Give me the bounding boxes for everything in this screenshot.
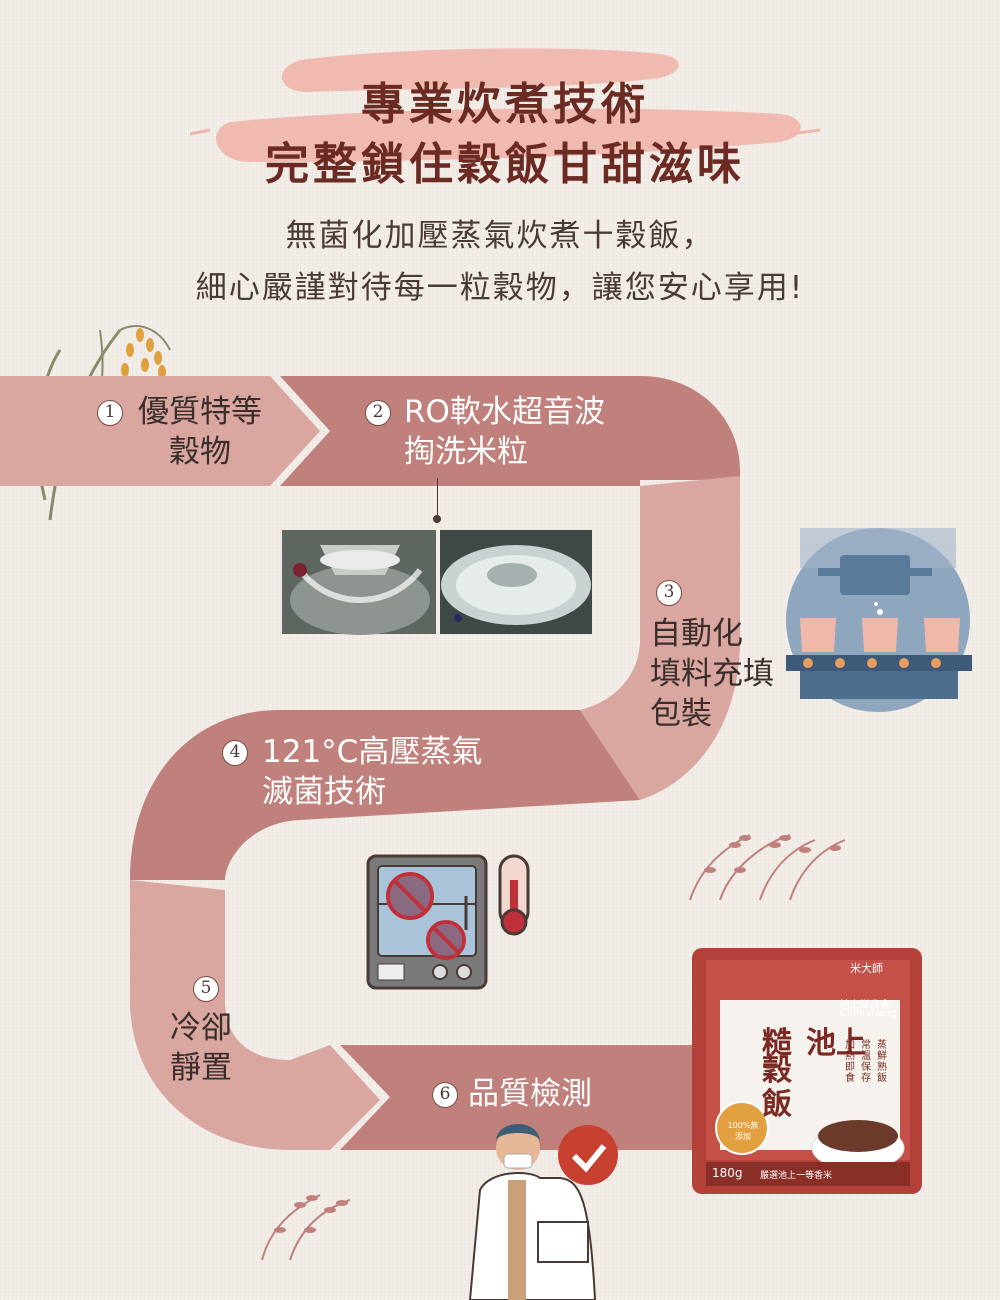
product-badge: 100%無添加 <box>727 1121 759 1141</box>
step-5-label: 冷卻 靜置 <box>170 1008 232 1088</box>
product-side-text-2: 常溫保存 <box>861 1040 871 1084</box>
subtitle-line-1: 無菌化加壓蒸氣炊煮十穀飯， <box>285 218 715 254</box>
step-2-number: 2 <box>365 400 391 426</box>
product-footer: 嚴選池上一等香米 <box>760 1171 833 1181</box>
step-3-line-2: 填料充填 <box>650 656 774 692</box>
thermometer-icon <box>498 854 530 936</box>
step-6-number: 6 <box>432 1082 458 1108</box>
step-3-label: 自動化 填料充填 包裝 <box>650 614 774 734</box>
step-2-label: RO軟水超音波 掏洗米粒 <box>404 392 605 472</box>
washing-photo-1 <box>282 530 436 635</box>
step-4-label: 121°C高壓蒸氣 滅菌技術 <box>262 732 482 812</box>
step-2-band <box>280 376 740 486</box>
step-6-band <box>340 1045 720 1150</box>
wheat-decoration-right <box>689 834 846 901</box>
product-package <box>692 948 922 1194</box>
subtitle-line-2: 細心嚴謹對待每一粒穀物，讓您安心享用! <box>195 270 805 306</box>
sterilizer-illustration <box>366 854 488 990</box>
step-4-number: 4 <box>222 740 248 766</box>
brush-stroke-decoration <box>190 48 820 162</box>
step-1-label: 優質特等 穀物 <box>138 392 262 472</box>
step-5-band <box>130 880 380 1150</box>
pin-connector-line <box>437 478 438 518</box>
step-4-line-1: 121°C高壓蒸氣 <box>262 734 483 770</box>
washing-photo-2 <box>440 530 592 634</box>
step-1-line-2: 穀物 <box>169 434 231 470</box>
product-name-left: 糙 <box>762 1026 792 1061</box>
product-name-top: 池上 <box>806 1026 866 1061</box>
page-title-line-1: 專業炊煮技術 <box>361 79 649 130</box>
step-6-label: 品質檢測 <box>468 1076 592 1112</box>
step-5-number: 5 <box>193 976 219 1002</box>
step-5-line-2: 靜置 <box>170 1050 232 1086</box>
step-3-number: 3 <box>656 580 682 606</box>
step-2-line-2: 掏洗米粒 <box>404 434 528 470</box>
product-weight: 180g <box>712 1166 743 1180</box>
step-3-line-1: 自動化 <box>650 616 743 652</box>
product-name-main: 穀飯 <box>762 1053 792 1122</box>
pin-connector-dot <box>433 515 441 523</box>
step-1-number: 1 <box>97 400 123 426</box>
product-coop-en: Chih-shang <box>840 1008 897 1019</box>
wheat-decoration-bottom <box>261 1194 351 1261</box>
step-3-band <box>580 476 740 800</box>
product-side-text-1: 蒸鮮熟飯 <box>877 1040 887 1084</box>
page-title-line-2: 完整鎖住穀飯甘甜滋味 <box>265 139 745 190</box>
step-1-line-1: 優質特等 <box>138 394 262 430</box>
step-1-band <box>0 376 320 486</box>
inspector-illustration <box>468 1124 618 1300</box>
step-2-line-1: RO軟水超音波 <box>404 394 605 430</box>
product-coop: 池上鄉農會 <box>840 1000 890 1011</box>
product-side-text-3: 加熱即食 <box>845 1040 855 1084</box>
step-5-line-1: 冷卻 <box>170 1010 232 1046</box>
step-3-line-3: 包裝 <box>650 696 712 732</box>
title-banner: 專業炊煮技術 完整鎖住穀飯甘甜滋味 <box>190 30 820 190</box>
product-brand: 米大師 <box>850 962 883 975</box>
step-4-line-2: 滅菌技術 <box>262 774 386 810</box>
filling-machine-illustration <box>786 528 972 712</box>
step-4-band <box>130 710 640 880</box>
